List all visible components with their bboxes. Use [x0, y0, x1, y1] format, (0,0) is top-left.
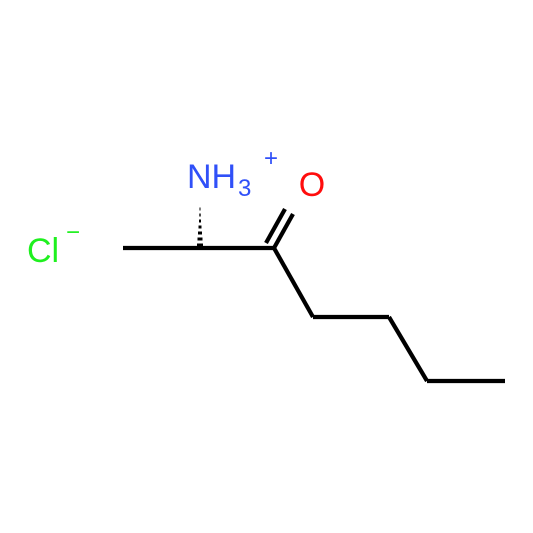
oxygen-label: O — [299, 166, 325, 204]
carbon-skeleton — [123, 245, 505, 384]
ammonium-label: NH 3 + — [187, 145, 278, 202]
ammonium-charge: + — [264, 145, 278, 172]
chloride-charge: − — [66, 219, 80, 246]
double-bond-line-outer — [272, 212, 295, 250]
carbonyl-double-bond — [264, 207, 295, 250]
chloride-symbol: Cl — [27, 232, 59, 270]
ammonium-symbol: NH — [187, 158, 236, 196]
double-bond-line-inner — [264, 207, 287, 245]
bond-chain-ch2-2 — [387, 315, 429, 383]
chloride-label: Cl − — [27, 219, 80, 270]
hashed-wedge-bond — [197, 207, 203, 247]
bond-carbonyl-to-chain — [272, 246, 315, 319]
ammonium-subscript: 3 — [238, 175, 251, 202]
